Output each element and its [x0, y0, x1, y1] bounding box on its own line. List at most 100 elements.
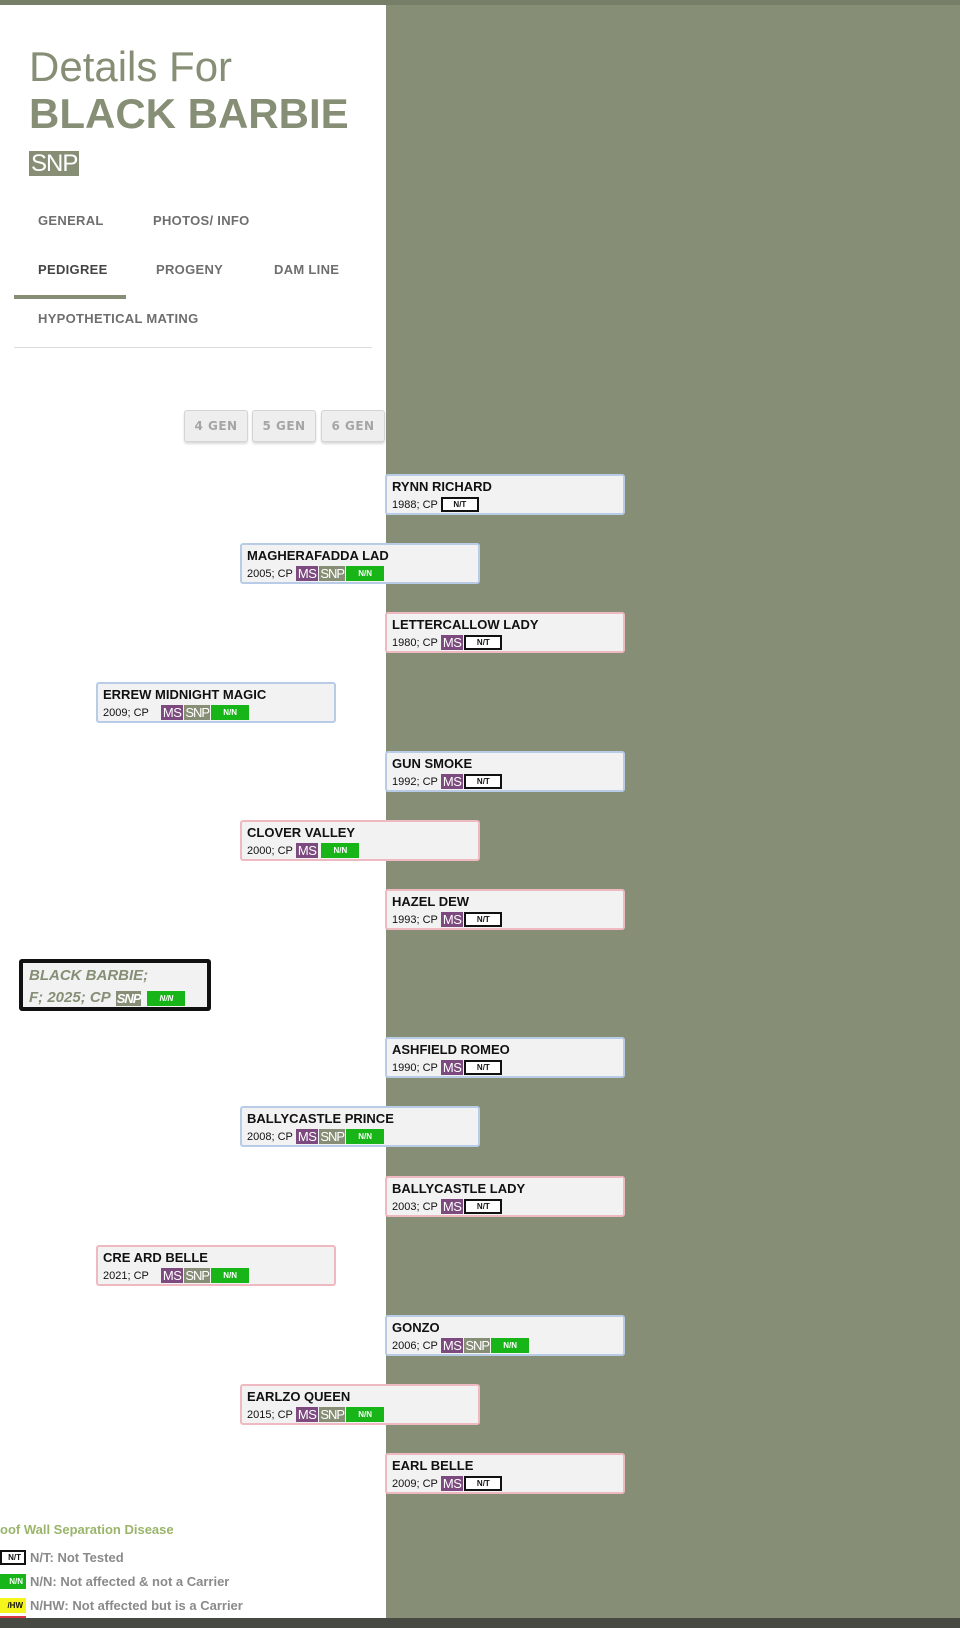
tab-pedigree[interactable]: PEDIGREE [38, 262, 108, 277]
horse-name: MAGHERAFADDA LAD [247, 548, 389, 563]
legend-text: N/HW: Not affected but is a Carrier [30, 1598, 243, 1613]
ms-badge: MS [440, 1199, 464, 1214]
status-badge-nt: N/T [464, 635, 503, 650]
4-gen-button[interactable]: 4 GEN [184, 410, 248, 442]
tab-hypothetical-mating[interactable]: HYPOTHETICAL MATING [38, 311, 199, 326]
snp-badge: SNP [184, 1268, 211, 1283]
horse-name: HAZEL DEW [392, 894, 470, 909]
tab-dam-line[interactable]: DAM LINE [274, 262, 340, 277]
status-badge-nn: N/N [346, 1407, 385, 1422]
horse-info: 1988; CP [392, 498, 438, 511]
horse-info: 2008; CP [247, 1130, 293, 1143]
ms-badge: MS [295, 1407, 319, 1422]
ms-badge: MS [160, 705, 184, 720]
page-title: BLACK BARBIE [29, 90, 349, 137]
page-title-prefix: Details For [29, 43, 233, 90]
ms-badge: MS [295, 843, 319, 858]
horse-info: 2005; CP [247, 567, 293, 580]
status-badge-nn: N/N [346, 1129, 385, 1144]
snp-badge: SNP [29, 150, 80, 177]
horse-info: 2006; CP [392, 1339, 438, 1352]
ms-badge: MS [440, 635, 464, 650]
snp-badge: SNP [184, 705, 211, 720]
status-badge-nt: N/T [464, 774, 503, 789]
subject-details: F; 2025; CP SNP N/N [29, 987, 201, 1009]
horse-name: BALLYCASTLE LADY [392, 1181, 526, 1196]
6-gen-button[interactable]: 6 GEN [321, 410, 385, 442]
horse-info: 2000; CP [247, 844, 293, 857]
horse-info: 1993; CP [392, 913, 438, 926]
5-gen-button[interactable]: 5 GEN [252, 410, 316, 442]
status-badge-nn: N/N [147, 990, 186, 1006]
horse-info: 2015; CP [247, 1408, 293, 1421]
snp-badge: SNP [319, 566, 346, 581]
ms-badge: MS [295, 1129, 319, 1144]
status-badge-nt: N/T [464, 1060, 503, 1075]
ms-badge: MS [440, 1060, 464, 1075]
horse-name: EARLZO QUEEN [247, 1389, 351, 1404]
legend-text: N/N: Not affected & not a Carrier [30, 1574, 230, 1589]
legend-swatch-nn: N/N [0, 1574, 26, 1589]
status-badge-nt: N/T [464, 1476, 503, 1491]
horse-name: RYNN RICHARD [392, 479, 492, 494]
horse-info: 2009; CP [392, 1477, 438, 1490]
legend-swatch-nt: N/T [0, 1550, 26, 1565]
ms-badge: MS [440, 912, 464, 927]
horse-name: LETTERCALLOW LADY [392, 617, 539, 632]
status-badge-nt: N/T [440, 497, 479, 512]
tab-progeny[interactable]: PROGENY [156, 262, 224, 277]
horse-info: 2021; CP [103, 1269, 149, 1282]
status-badge-nt: N/T [464, 912, 503, 927]
details-panel: Details For BLACK BARBIE SNP GENERAL PHO… [0, 5, 386, 1618]
legend-swatch-nhw: /HW [0, 1598, 26, 1613]
horse-name: GUN SMOKE [392, 756, 473, 771]
horse-info: 1980; CP [392, 636, 438, 649]
snp-badge: SNP [319, 1407, 346, 1422]
horse-name: GONZO [392, 1320, 440, 1335]
tabs-divider [14, 347, 372, 348]
horse-name: CRE ARD BELLE [103, 1250, 208, 1265]
tab-photos-info[interactable]: PHOTOS/ INFO [153, 213, 250, 228]
horse-name: ASHFIELD ROMEO [392, 1042, 510, 1057]
active-tab-indicator [14, 295, 126, 299]
bottom-bar [0, 1618, 960, 1628]
legend-item-not-tested: N/T N/T: Not Tested [0, 1550, 124, 1565]
snp-badge: SNP [319, 1129, 346, 1144]
ms-badge: MS [160, 1268, 184, 1283]
horse-name: BALLYCASTLE PRINCE [247, 1111, 394, 1126]
status-badge-nn: N/N [211, 1268, 250, 1283]
ms-badge: MS [440, 1476, 464, 1491]
legend-text: N/T: Not Tested [30, 1550, 124, 1565]
horse-info: 1990; CP [392, 1061, 438, 1074]
horse-info: 2009; CP [103, 706, 149, 719]
tab-general[interactable]: GENERAL [38, 213, 104, 228]
horse-info: 2003; CP [392, 1200, 438, 1213]
ms-badge: MS [440, 1338, 464, 1353]
horse-name: EARL BELLE [392, 1458, 474, 1473]
snp-badge: SNP [115, 990, 142, 1006]
subject-card[interactable]: BLACK BARBIE; F; 2025; CP SNP N/N [19, 959, 211, 1011]
legend-item-not-carrier: N/N N/N: Not affected & not a Carrier [0, 1574, 229, 1589]
top-bar [0, 0, 960, 5]
status-badge-nn: N/N [211, 705, 250, 720]
status-badge-nt: N/T [464, 1199, 503, 1214]
horse-name: CLOVER VALLEY [247, 825, 356, 840]
snp-badge: SNP [464, 1338, 491, 1353]
status-badge-nn: N/N [321, 843, 360, 858]
horse-info: 1992; CP [392, 775, 438, 788]
status-badge-nn: N/N [491, 1338, 530, 1353]
